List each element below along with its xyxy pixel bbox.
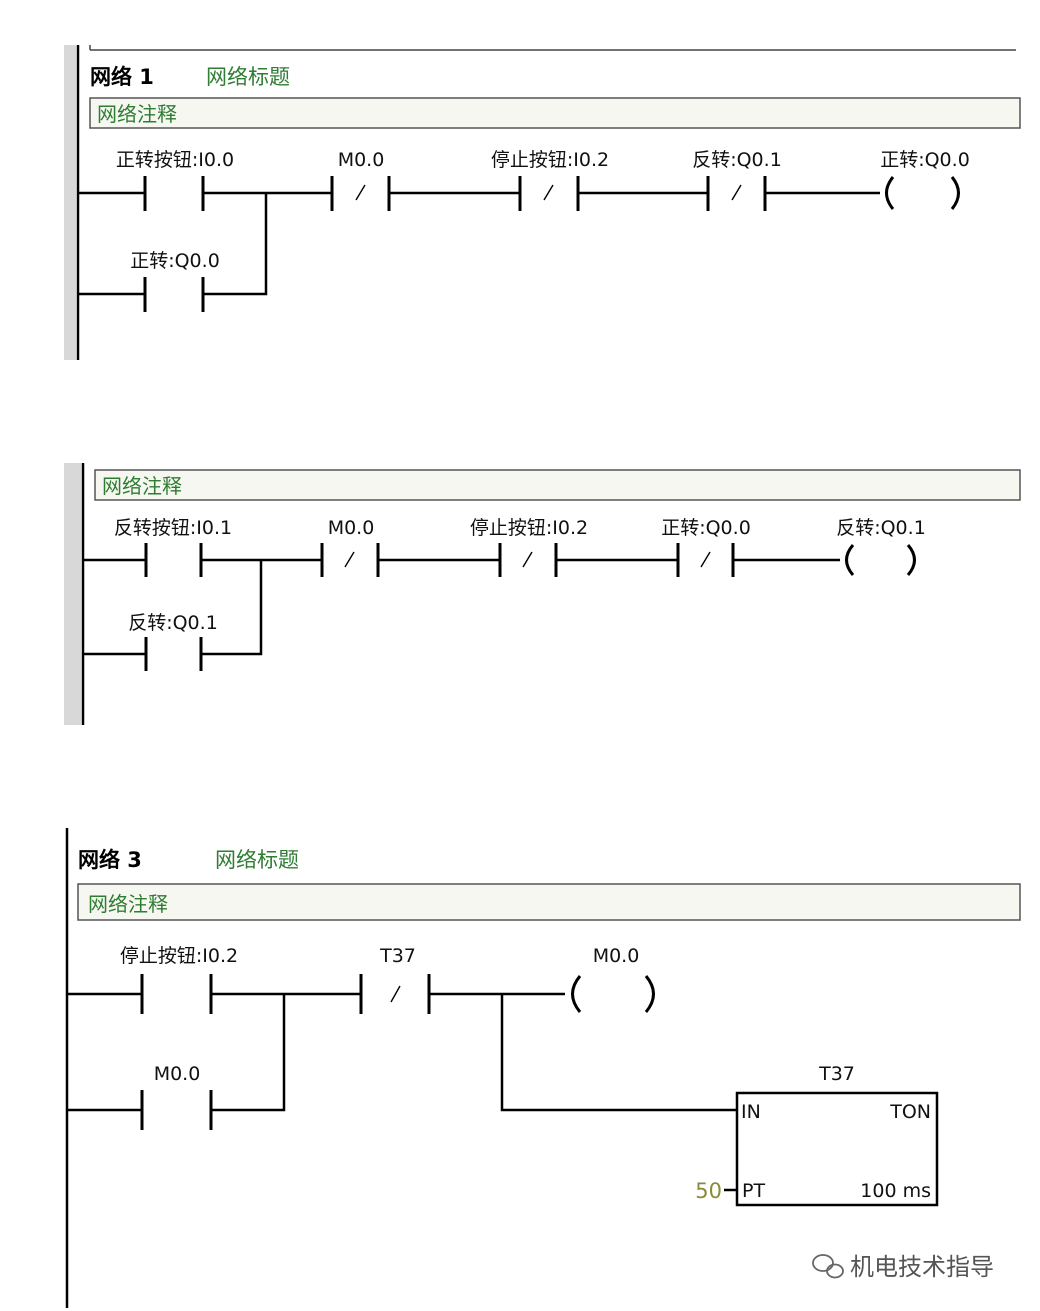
- network-3: 网络 3 网络标题 网络注释 停止按钮:I0.2 M0.0 T37 M0.0 T…: [65, 828, 1021, 1308]
- network-comment-box[interactable]: [94, 469, 1021, 501]
- network-title[interactable]: 网络标题: [215, 848, 299, 872]
- network-comment: 网络注释: [97, 102, 177, 126]
- contact-label: 正转按钮:I0.0: [116, 149, 234, 171]
- nc-contact[interactable]: [330, 176, 391, 211]
- coil-label: 反转:Q0.1: [836, 517, 926, 539]
- watermark-text: 机电技术指导: [850, 1253, 994, 1281]
- network-comment-box[interactable]: [77, 883, 1021, 921]
- output-coil[interactable]: [845, 544, 916, 576]
- no-contact[interactable]: [140, 1090, 213, 1130]
- nc-contact[interactable]: [676, 543, 735, 577]
- contact-label: 反转:Q0.1: [128, 612, 218, 634]
- timer-preset-value[interactable]: 50: [695, 1179, 722, 1203]
- network-title[interactable]: 网络标题: [206, 65, 290, 89]
- timer-in-pin: IN: [741, 1101, 761, 1123]
- timer-pt-pin: PT: [742, 1180, 765, 1202]
- output-coil[interactable]: [885, 176, 960, 210]
- nc-contact[interactable]: [359, 974, 431, 1014]
- coil-label: M0.0: [593, 945, 640, 967]
- parallel-branch-wire: [78, 193, 268, 296]
- network-2: 网络注释 反转按钮:I0.1 反转:Q0.1 M0.0 停止按钮:I0.2 正转…: [64, 463, 1021, 725]
- contact-label: M0.0: [338, 149, 385, 171]
- contact-label: 反转:Q0.1: [692, 149, 782, 171]
- network-header: 网络 3: [78, 848, 142, 872]
- watermark: 机电技术指导: [812, 1253, 994, 1281]
- nc-contact[interactable]: [518, 176, 580, 211]
- contact-label: T37: [379, 945, 416, 967]
- contact-label: 正转:Q0.0: [661, 517, 751, 539]
- editor-gutter: [64, 45, 76, 360]
- contact-label: 停止按钮:I0.2: [491, 149, 609, 171]
- contact-label: 停止按钮:I0.2: [470, 517, 588, 539]
- timer-block-ton[interactable]: T37 IN TON PT 100 ms 50: [695, 1063, 939, 1207]
- network-comment: 网络注释: [102, 474, 182, 498]
- contact-label: M0.0: [328, 517, 375, 539]
- no-contact[interactable]: [144, 543, 203, 577]
- parallel-branch-wire: [67, 994, 286, 1112]
- timer-type: TON: [889, 1101, 931, 1123]
- contact-label: 正转:Q0.0: [130, 250, 220, 272]
- timer-branch-wire: [500, 994, 737, 1112]
- editor-gutter: [64, 463, 81, 725]
- no-contact[interactable]: [140, 974, 213, 1014]
- network-1: 网络 1 网络标题 网络注释 正转按钮:I0.0 正转:Q0.0 M0.0 停止…: [64, 45, 1021, 360]
- network-comment-box[interactable]: [89, 97, 1021, 129]
- nc-contact[interactable]: [706, 176, 767, 211]
- contact-label: 反转按钮:I0.1: [114, 517, 232, 539]
- nc-contact[interactable]: [498, 543, 558, 577]
- nc-contact[interactable]: [320, 543, 380, 577]
- wechat-icon: [812, 1254, 844, 1279]
- parallel-branch-wire: [83, 560, 263, 656]
- network-header: 网络 1: [90, 65, 154, 89]
- network-comment: 网络注释: [88, 892, 168, 916]
- no-contact[interactable]: [143, 277, 205, 312]
- no-contact[interactable]: [143, 176, 205, 211]
- no-contact[interactable]: [144, 637, 203, 671]
- coil-label: 正转:Q0.0: [880, 149, 970, 171]
- contact-label: M0.0: [154, 1063, 201, 1085]
- timer-resolution: 100 ms: [860, 1180, 931, 1202]
- contact-label: 停止按钮:I0.2: [120, 945, 238, 967]
- timer-name: T37: [818, 1063, 855, 1085]
- output-coil[interactable]: [571, 975, 655, 1013]
